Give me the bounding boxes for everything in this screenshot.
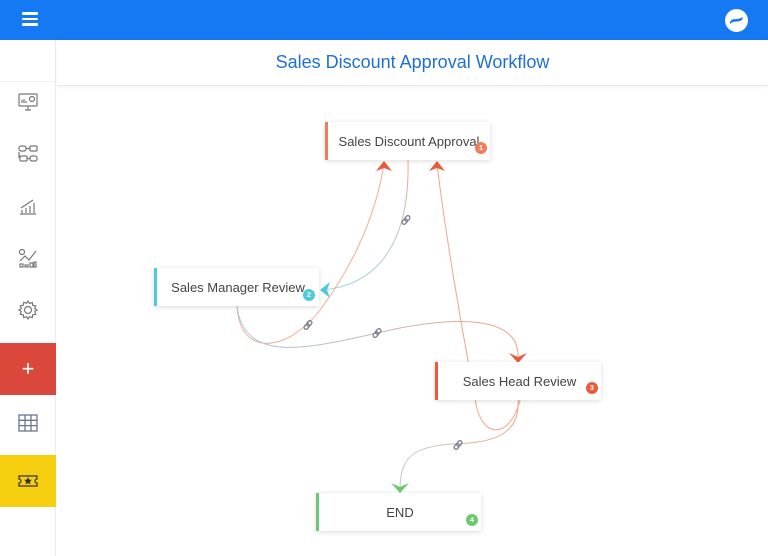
workflow-node-sales-head-review[interactable]: Sales Head Review 3 <box>435 362 601 400</box>
node-label: END <box>386 504 414 520</box>
sidebar: + <box>0 40 56 556</box>
bar-chart-icon <box>20 199 36 215</box>
sidebar-item-workflow[interactable] <box>0 128 56 180</box>
workflow-node-sales-discount-approval[interactable]: Sales Discount Approval 1 <box>325 122 490 160</box>
node-label: Sales Manager Review <box>171 279 305 295</box>
node-badge: 1 <box>475 142 487 154</box>
hamburger-icon[interactable] <box>22 12 38 26</box>
sidebar-item-add[interactable]: + <box>0 343 56 395</box>
sidebar-item-table[interactable] <box>0 397 56 449</box>
node-label: Sales Discount Approval <box>338 133 480 149</box>
workflow-node-sales-manager-review[interactable]: Sales Manager Review 2 <box>154 268 319 306</box>
sidebar-item-settings[interactable] <box>0 284 56 336</box>
sidebar-item-dashboard[interactable] <box>0 76 56 128</box>
plus-icon: + <box>21 356 35 381</box>
sidebar-item-reports[interactable] <box>0 180 56 232</box>
sidebar-spacer <box>0 40 55 82</box>
node-badge: 4 <box>466 514 478 526</box>
node-badge: 2 <box>303 289 315 301</box>
brand-wave-icon[interactable] <box>725 9 748 32</box>
title-bar: Sales Discount Approval Workflow <box>57 40 768 86</box>
ticket-star-icon <box>18 475 38 487</box>
node-badge: 3 <box>586 382 598 394</box>
line-chart-icon <box>18 248 37 268</box>
sidebar-item-analytics[interactable] <box>0 232 56 284</box>
grid-table-icon <box>18 414 38 432</box>
page-title: Sales Discount Approval Workflow <box>275 52 550 72</box>
workflow-icon <box>18 145 38 162</box>
workflow-node-end[interactable]: END 4 <box>316 493 481 531</box>
sidebar-item-ticket[interactable] <box>0 455 56 507</box>
monitor-chart-icon <box>18 93 38 111</box>
top-bar <box>0 0 768 40</box>
node-label: Sales Head Review <box>462 373 577 389</box>
gear-icon <box>17 299 39 321</box>
